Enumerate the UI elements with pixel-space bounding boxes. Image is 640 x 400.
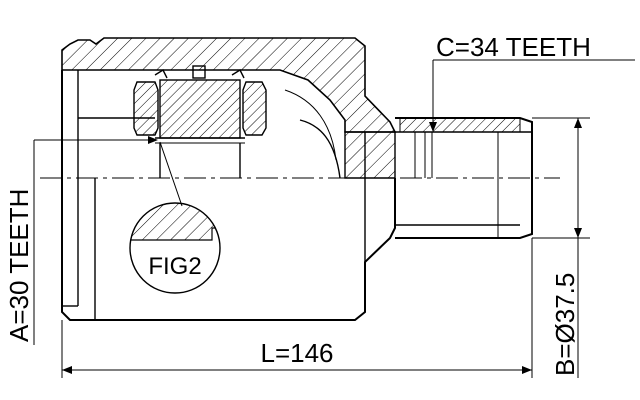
- fig2-leader: [159, 141, 183, 207]
- a-teeth-annotation: A=30 TEETH: [4, 136, 158, 345]
- roller-left: [133, 81, 159, 136]
- roller-right: [242, 81, 267, 136]
- output-shaft: [395, 117, 533, 239]
- clip-left: [154, 68, 168, 79]
- inner-curve-a: [299, 119, 341, 179]
- shaft-lower: [395, 178, 533, 239]
- l-arrow-left: [62, 366, 72, 374]
- fig2-label: FIG2: [148, 253, 201, 280]
- inner-curve-b: [284, 89, 337, 161]
- c-teeth-annotation: C=34 TEETH: [429, 32, 635, 132]
- c-teeth-arrow: [429, 122, 437, 132]
- b-diameter-dimension: B=Ø37.5: [532, 117, 590, 378]
- housing-lower-outline: [61, 178, 396, 321]
- a-teeth-label: A=30 TEETH: [4, 189, 34, 342]
- shaft-spline-hatch: [399, 117, 521, 133]
- a-teeth-arrow: [148, 136, 158, 144]
- b-arrow-top: [574, 118, 582, 128]
- b-diameter-label: B=Ø37.5: [550, 273, 580, 376]
- l-length-label: L=146: [260, 338, 333, 368]
- housing-top-wall: [61, 37, 397, 133]
- b-arrow-bottom: [574, 228, 582, 238]
- fig2-callout: FIG2: [129, 141, 221, 294]
- clip-right: [231, 68, 245, 79]
- fig2-hatch-area: [130, 203, 220, 241]
- l-length-dimension: L=146: [61, 238, 533, 378]
- housing-shoulder: [344, 131, 396, 179]
- center-pin: [192, 65, 206, 79]
- l-arrow-right: [522, 366, 532, 374]
- c-teeth-label: C=34 TEETH: [436, 32, 591, 62]
- spider-hub: [159, 79, 241, 139]
- spider-assembly: [133, 65, 267, 178]
